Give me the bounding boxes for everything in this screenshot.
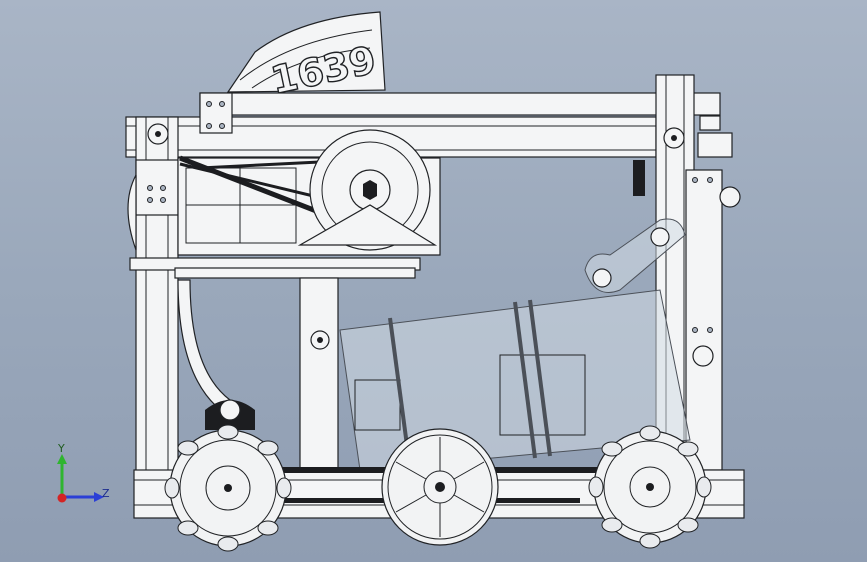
shooter-sector-plate: 1639 — [226, 11, 386, 103]
orientation-triad[interactable]: Y Z — [57, 442, 110, 503]
rear-omni-wheel — [164, 424, 292, 552]
top-crossbar — [125, 92, 721, 158]
triad-z-arrowhead — [94, 492, 104, 502]
shooter-pulley — [297, 129, 438, 251]
triad-y-label: Y — [57, 442, 65, 455]
left-upright — [135, 116, 179, 518]
triad-y-arrowhead — [57, 454, 67, 464]
pivot-arm — [584, 218, 686, 293]
intake-rail — [129, 257, 421, 279]
middle-traction-wheel — [381, 428, 499, 546]
front-omni-wheel — [588, 425, 712, 549]
rear-tensioner — [205, 399, 255, 430]
ball-hopper — [339, 289, 691, 471]
triad-z-label: Z — [102, 487, 110, 500]
triad-x-axis-dot — [57, 493, 67, 503]
center-post — [299, 277, 339, 469]
rear-guide-arc — [177, 279, 232, 407]
